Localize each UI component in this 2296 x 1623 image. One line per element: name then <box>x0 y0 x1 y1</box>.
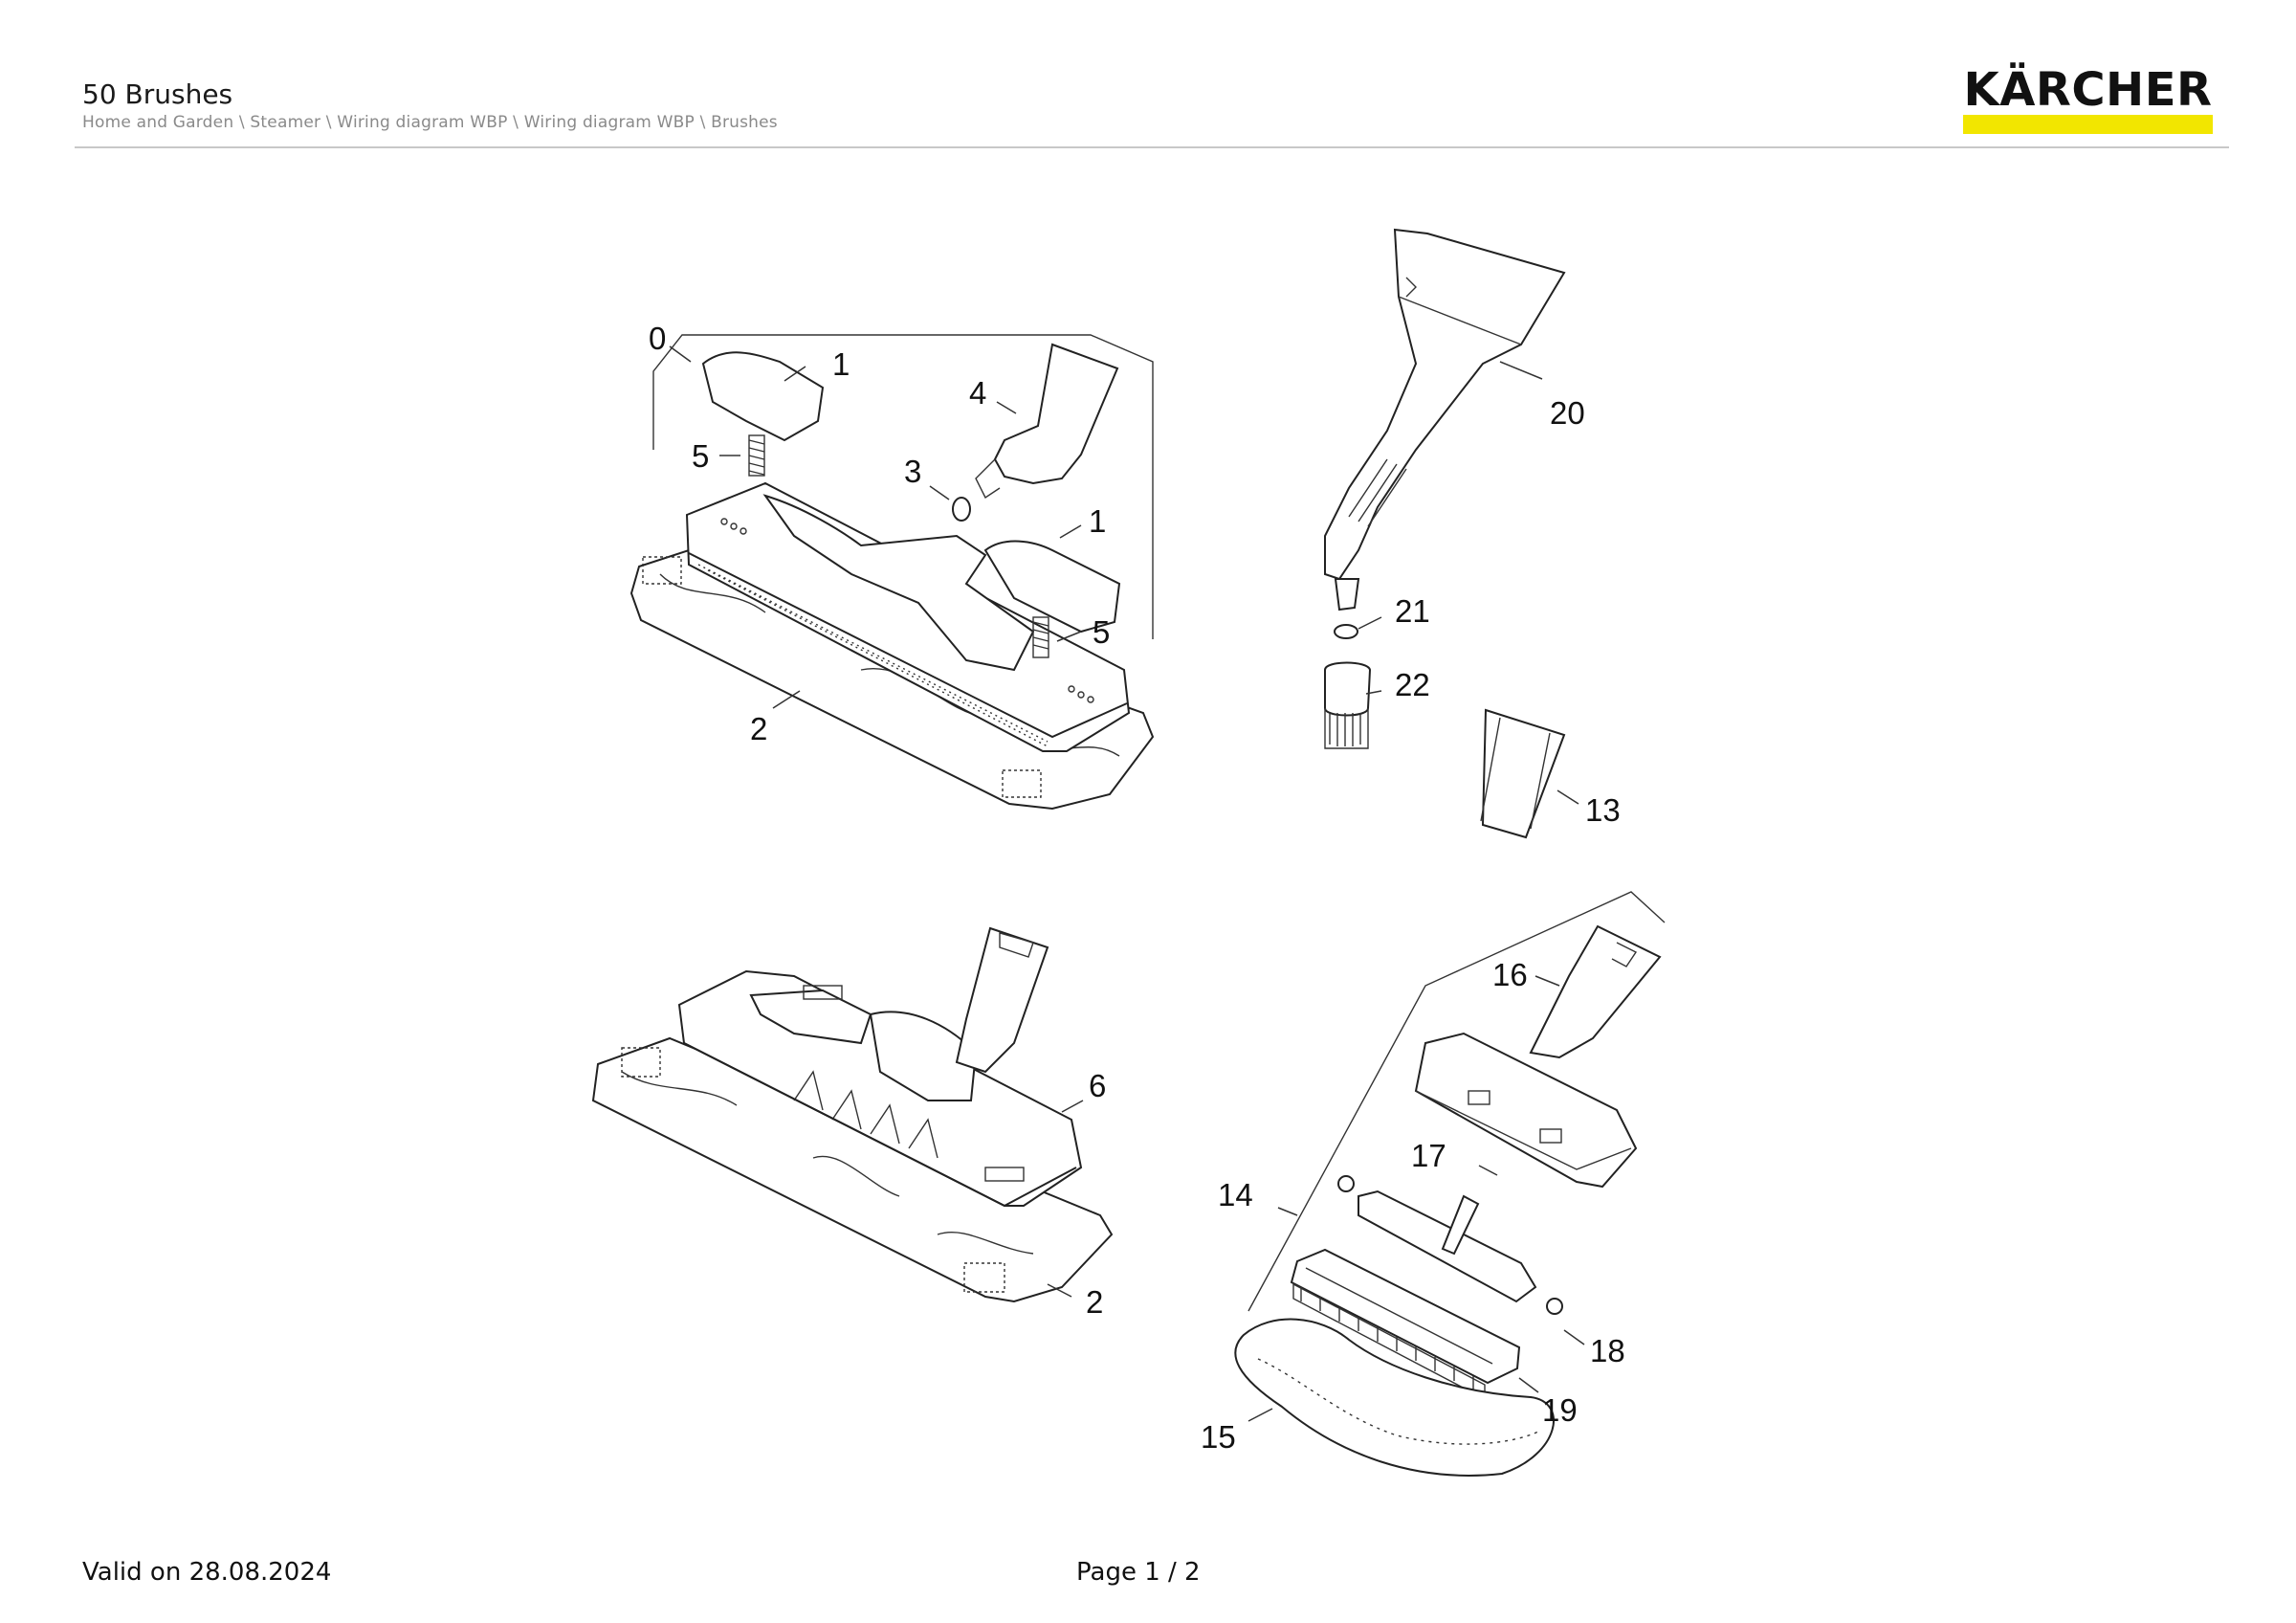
logo-yellow-bar <box>1963 115 2213 134</box>
karcher-logo: KÄRCHER <box>1961 63 2215 138</box>
callout-1: 1 <box>832 346 850 382</box>
logo-wordmark: KÄRCHER <box>1963 63 2213 117</box>
callout-22: 22 <box>1395 667 1430 702</box>
callout-0: 0 <box>649 321 666 356</box>
leader-lines <box>669 345 1585 1422</box>
callout-2: 2 <box>750 711 767 746</box>
callout-19: 19 <box>1542 1392 1578 1428</box>
callout-1-right: 1 <box>1089 503 1106 539</box>
callout-17: 17 <box>1411 1138 1446 1173</box>
floor-nozzle-assembly <box>591 926 1114 1303</box>
valid-date: Valid on 28.08.2024 <box>82 1558 332 1587</box>
callout-2-lower: 2 <box>1086 1284 1103 1320</box>
callout-20: 20 <box>1550 395 1585 431</box>
callout-18: 18 <box>1590 1333 1625 1368</box>
callout-15: 15 <box>1201 1419 1236 1455</box>
page-title: 50 Brushes <box>82 78 233 110</box>
callout-4: 4 <box>969 375 986 411</box>
callout-14: 14 <box>1218 1177 1253 1212</box>
callout-3: 3 <box>904 454 921 489</box>
callout-5: 5 <box>692 438 709 474</box>
hand-nozzle-assembly <box>1324 228 1566 839</box>
callout-13: 13 <box>1585 792 1621 828</box>
breadcrumb: Home and Garden \ Steamer \ Wiring diagr… <box>82 113 778 132</box>
floor-brush-assembly <box>629 334 1155 811</box>
header-divider <box>75 146 2229 148</box>
page-number: Page 1 / 2 <box>1076 1558 1201 1587</box>
callout-16: 16 <box>1492 957 1528 992</box>
callout-21: 21 <box>1395 593 1430 629</box>
callout-5-right: 5 <box>1093 614 1110 650</box>
callout-6: 6 <box>1089 1068 1106 1103</box>
callout-labels: 0 1 4 5 3 1 5 2 6 2 20 21 22 13 16 17 14… <box>649 321 1625 1455</box>
hand-brush-assembly <box>1234 891 1666 1477</box>
